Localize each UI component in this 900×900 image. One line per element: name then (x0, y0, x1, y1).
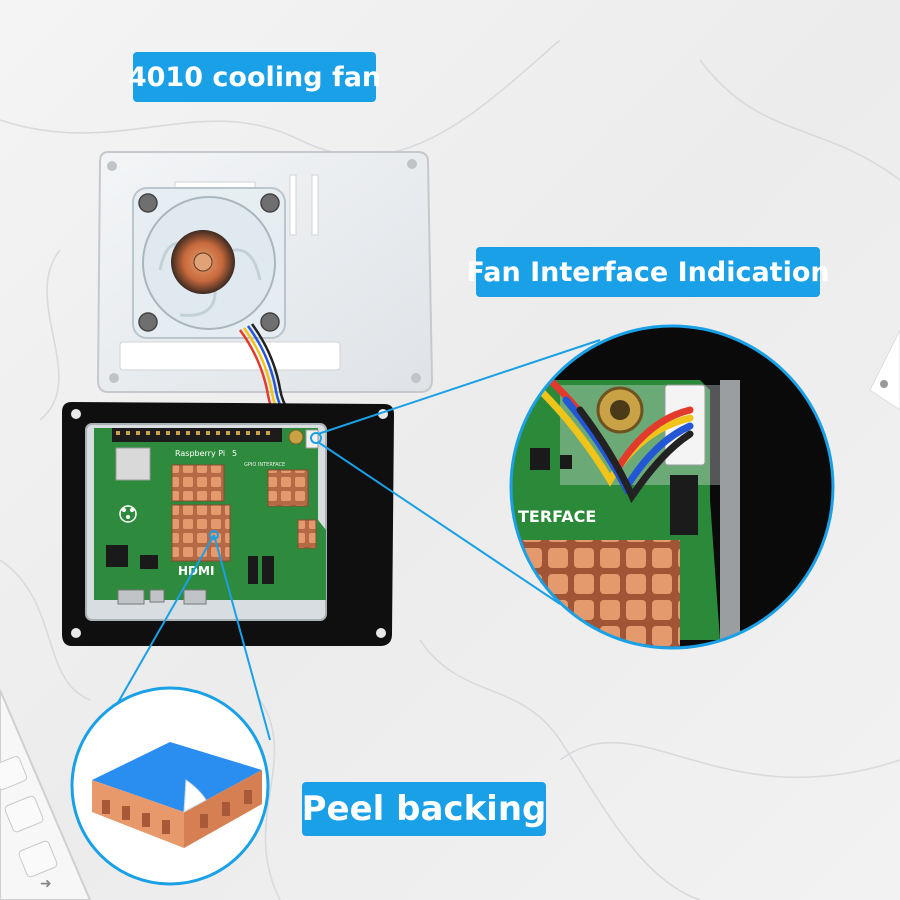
fan-interface-zoom: TERFACE (509, 324, 835, 650)
board-model-text: Raspberry Pi (175, 449, 225, 458)
zoom-callout-lines (310, 339, 601, 605)
raspberry-logo-icon (119, 505, 137, 523)
board-header-text: GPIO INTERFACE (244, 462, 285, 468)
cooling-fan-label: 4010 cooling fan (128, 52, 381, 102)
peel-backing-label: Peel backing (302, 782, 546, 836)
board-model-number: 5 (232, 449, 237, 458)
marble-veins (0, 39, 900, 900)
keyboard: ➜ (0, 689, 92, 900)
raspberry-pi-board: Raspberry Pi 5 GPIO INTERFACE HDMI (85, 423, 327, 621)
board-hdmi-text: HDMI (178, 564, 214, 578)
paper-corner (869, 329, 900, 411)
fan-interface-label: Fan Interface Indication (466, 247, 830, 297)
peel-backing-zoom (70, 686, 270, 886)
arrow-key-icon: ➜ (40, 875, 52, 891)
cooling-fan-icon (132, 187, 286, 339)
zoom-interface-text: TERFACE (518, 507, 596, 526)
peel-callout-lines (107, 530, 271, 741)
